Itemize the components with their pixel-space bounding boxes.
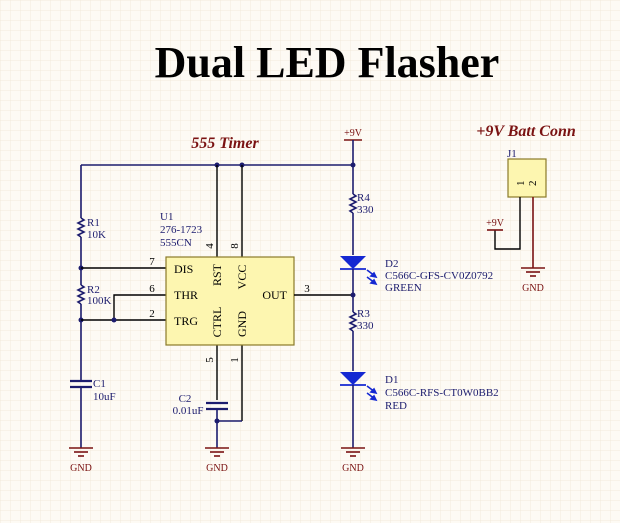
d1-color: RED: [385, 400, 407, 412]
pin-name-ctrl: CTRL: [210, 307, 224, 338]
connector-body: [507, 158, 547, 198]
led-d2-green[interactable]: D2 C566C-GFS-CV0Z0792 GREEN: [340, 256, 493, 295]
d2-color: GREEN: [385, 282, 422, 294]
ground-symbol: GND: [69, 447, 93, 474]
pin-6-thr-wire: 6: [113, 283, 166, 320]
u1-designator: U1: [160, 211, 173, 223]
svg-text:8: 8: [229, 243, 241, 249]
schematic-title: Dual LED Flasher: [155, 38, 500, 87]
ic-u1-555-timer[interactable]: U1 276-1723 555CN 4 8 5 1 DIS THR TRG RS…: [160, 165, 295, 421]
svg-text:4: 4: [204, 243, 216, 249]
c1-value: 10uF: [93, 391, 116, 403]
pin-name-gnd: GND: [235, 311, 249, 337]
c2-value: 0.01uF: [173, 405, 204, 417]
u1-part-number: 276-1723: [160, 224, 203, 236]
j1-pin-2: 2: [527, 181, 539, 187]
d2-designator: D2: [385, 258, 398, 270]
pin-7-dis-wire: 7: [81, 256, 166, 269]
r2-value: 100K: [87, 295, 112, 307]
r4-designator: R4: [357, 192, 370, 204]
r1-value: 10K: [87, 229, 106, 241]
u1-part-name: 555CN: [160, 237, 192, 249]
resistor-r1[interactable]: R1 10K: [76, 165, 106, 268]
vcc-label: +9V: [344, 128, 363, 139]
vcc-label: +9V: [486, 218, 505, 229]
svg-text:5: 5: [204, 357, 216, 363]
r2-designator: R2: [87, 284, 100, 296]
svg-text:6: 6: [149, 283, 155, 295]
resistor-r4[interactable]: R4 330: [348, 165, 374, 255]
r3-designator: R3: [357, 308, 370, 320]
section-label-timer: 555 Timer: [191, 135, 259, 152]
vcc-power-symbol: +9V: [344, 128, 363, 165]
j1-designator: J1: [507, 148, 517, 160]
led-d1-red[interactable]: D1 C566C-RFS-CT0W0BB2 RED: [340, 372, 499, 448]
pin-name-rst: RST: [210, 263, 224, 286]
svg-text:1: 1: [229, 357, 241, 363]
pin-name-out: OUT: [262, 288, 287, 302]
svg-text:3: 3: [304, 283, 310, 295]
gnd-label: GND: [70, 463, 92, 474]
d1-part: C566C-RFS-CT0W0BB2: [385, 387, 499, 399]
connector-j1[interactable]: J1 1 2 +9V: [486, 148, 547, 268]
resistor-r3[interactable]: R3 330: [348, 295, 374, 371]
pin-2-trg-wire: 2: [81, 308, 166, 323]
ground-symbol: GND: [521, 267, 545, 294]
gnd-label: GND: [522, 283, 544, 294]
ground-symbol: GND: [205, 447, 229, 474]
pin-name-thr: THR: [174, 288, 198, 302]
light-emission-icon: [366, 385, 378, 402]
gnd-label: GND: [342, 463, 364, 474]
pin-name-dis: DIS: [174, 262, 193, 276]
resistor-r2[interactable]: R2 100K: [76, 268, 112, 320]
c1-designator: C1: [93, 378, 106, 390]
svg-text:7: 7: [149, 256, 155, 268]
capacitor-c2[interactable]: C2 0.01uF: [173, 393, 242, 448]
pin-name-trg: TRG: [174, 314, 198, 328]
d1-designator: D1: [385, 374, 398, 386]
svg-text:2: 2: [149, 308, 155, 320]
r3-value: 330: [357, 320, 374, 332]
ground-symbol: GND: [341, 447, 365, 474]
ic-body: [165, 256, 295, 346]
gnd-label: GND: [206, 463, 228, 474]
d2-part: C566C-GFS-CV0Z0792: [385, 270, 493, 282]
r1-designator: R1: [87, 217, 100, 229]
c2-designator: C2: [179, 393, 192, 405]
j1-pin-1: 1: [515, 181, 527, 187]
r4-value: 330: [357, 204, 374, 216]
section-label-battery: +9V Batt Conn: [476, 123, 576, 140]
light-emission-icon: [366, 269, 378, 286]
capacitor-c1[interactable]: C1 10uF: [70, 320, 116, 448]
pin-name-vcc: VCC: [235, 265, 249, 290]
